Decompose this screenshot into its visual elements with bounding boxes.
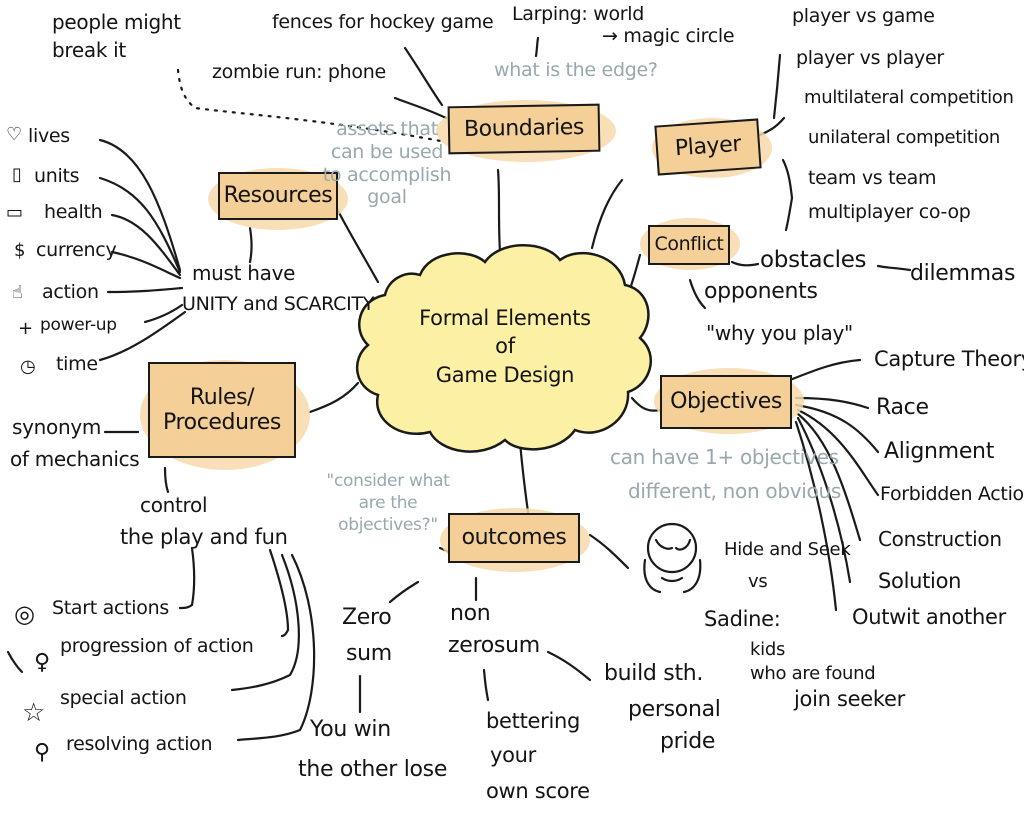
node-rules: Rules/ Procedures (148, 362, 296, 458)
center-title: Formal Elements of Game Design (395, 304, 615, 389)
outcomes-other-lose: the other lose (298, 757, 448, 782)
resource-item: lives (28, 125, 70, 147)
plus-icon: + (18, 318, 34, 339)
outcomes-personal: personal (628, 697, 721, 722)
center-title-line2: of (495, 334, 515, 359)
conflict-dilemmas: dilemmas (910, 261, 1016, 286)
objectives-note-2: different, non obvious (628, 479, 841, 503)
rules-action-item: progression of action (60, 635, 254, 657)
rules-action-item: special action (60, 687, 187, 709)
player-item: multiplayer co-op (808, 201, 971, 223)
resource-item: currency (36, 239, 117, 261)
objective-item: Alignment (884, 439, 995, 464)
start-circle-icon: ◎ (14, 600, 35, 628)
player-item: player vs player (796, 47, 944, 69)
resources-must-have: must have (192, 261, 296, 285)
boundaries-people: people might break it (52, 10, 181, 62)
resource-item: power-up (40, 315, 117, 335)
outcomes-hide-seek: Hide and Seek (724, 539, 851, 560)
player-item: player vs game (792, 5, 935, 27)
objectives-note-1: can have 1+ objectives (610, 445, 839, 469)
rules-play-fun: the play and fun (120, 525, 288, 549)
player-item: team vs team (808, 167, 937, 189)
rules-action-item: resolving action (66, 733, 213, 755)
outcomes-build: build sth. (604, 661, 704, 686)
node-boundaries: Boundaries (447, 103, 601, 155)
resource-item: units (34, 165, 80, 187)
objective-item: Forbidden Action (880, 483, 1024, 505)
health-bar-icon: ▭ (6, 202, 24, 223)
objective-item: Race (876, 395, 929, 420)
progression-figure-icon: ♀ (34, 650, 51, 675)
resources-unity-scarcity: UNITY and SCARCITY (182, 293, 375, 315)
rules-synonym: synonym (12, 415, 102, 439)
rules-mechanics: of mechanics (10, 447, 140, 471)
resources-assets: assets that can be used to accomplish go… (322, 118, 452, 209)
player-item: multilateral competition (804, 87, 1014, 108)
hand-icon: ☝ (12, 282, 23, 303)
dollar-icon: $ (14, 240, 26, 261)
outcomes-pride: pride (660, 729, 716, 754)
outcomes-sum: sum (346, 641, 392, 666)
star-icon: ☆ (22, 698, 46, 728)
node-resources: Resources (218, 172, 338, 220)
conflict-opponents: opponents (704, 279, 818, 304)
objective-item: Solution (878, 569, 962, 593)
heart-icon: ♡ (6, 124, 23, 145)
resource-item: action (42, 281, 99, 303)
boundaries-magic: → magic circle (602, 25, 735, 47)
boundaries-zombie: zombie run: phone (212, 61, 386, 83)
boundaries-fences: fences for hockey game (272, 11, 494, 33)
resource-item: time (56, 353, 98, 375)
resource-item: health (44, 201, 103, 223)
unit-card-icon: ▯ (12, 164, 22, 185)
boundaries-larping: Larping: world (512, 3, 645, 25)
line-center-player (590, 178, 624, 250)
node-objectives: Objectives (660, 375, 792, 429)
outcomes-non: non (450, 601, 491, 626)
outcomes-vs: vs (748, 571, 768, 592)
rules-control: control (140, 493, 208, 517)
resolve-bulb-icon: ⚲ (34, 740, 51, 765)
boundaries-edge: what is the edge? (494, 59, 658, 81)
outcomes-own-score: own score (486, 779, 590, 803)
outcomes-your: your (490, 743, 537, 767)
rules-action-item: Start actions (52, 597, 169, 619)
player-item: unilateral competition (808, 127, 1001, 148)
node-outcomes: outcomes (448, 513, 580, 563)
outcomes-join-seeker: join seeker (794, 687, 905, 711)
conflict-why: "why you play" (706, 321, 853, 345)
hiding-face-icon (640, 518, 704, 598)
outcomes-zero: Zero (342, 605, 392, 630)
objective-item: Capture Theory (874, 347, 1024, 371)
outcomes-sadine: Sadine: (704, 607, 781, 631)
clock-icon: ◷ (20, 356, 36, 377)
outcomes-bettering: bettering (486, 709, 581, 733)
node-player: Player (654, 118, 762, 176)
conflict-obstacles: obstacles (760, 247, 867, 273)
outcomes-you-win: You win (310, 717, 391, 742)
outcomes-kids: kids (750, 639, 786, 660)
center-title-line1: Formal Elements (419, 306, 591, 330)
outcomes-who-found: who are found (750, 663, 876, 684)
line-center-boundaries (496, 168, 502, 254)
center-title-line3: Game Design (435, 362, 575, 387)
outcomes-consider: "consider what are the objectives?" (326, 471, 450, 536)
line-center-rules (308, 381, 360, 414)
outcomes-zerosum: zerosum (448, 633, 540, 658)
objective-item: Outwit another (852, 605, 1006, 629)
node-conflict: Conflict (648, 225, 730, 265)
objective-item: Construction (878, 527, 1002, 551)
